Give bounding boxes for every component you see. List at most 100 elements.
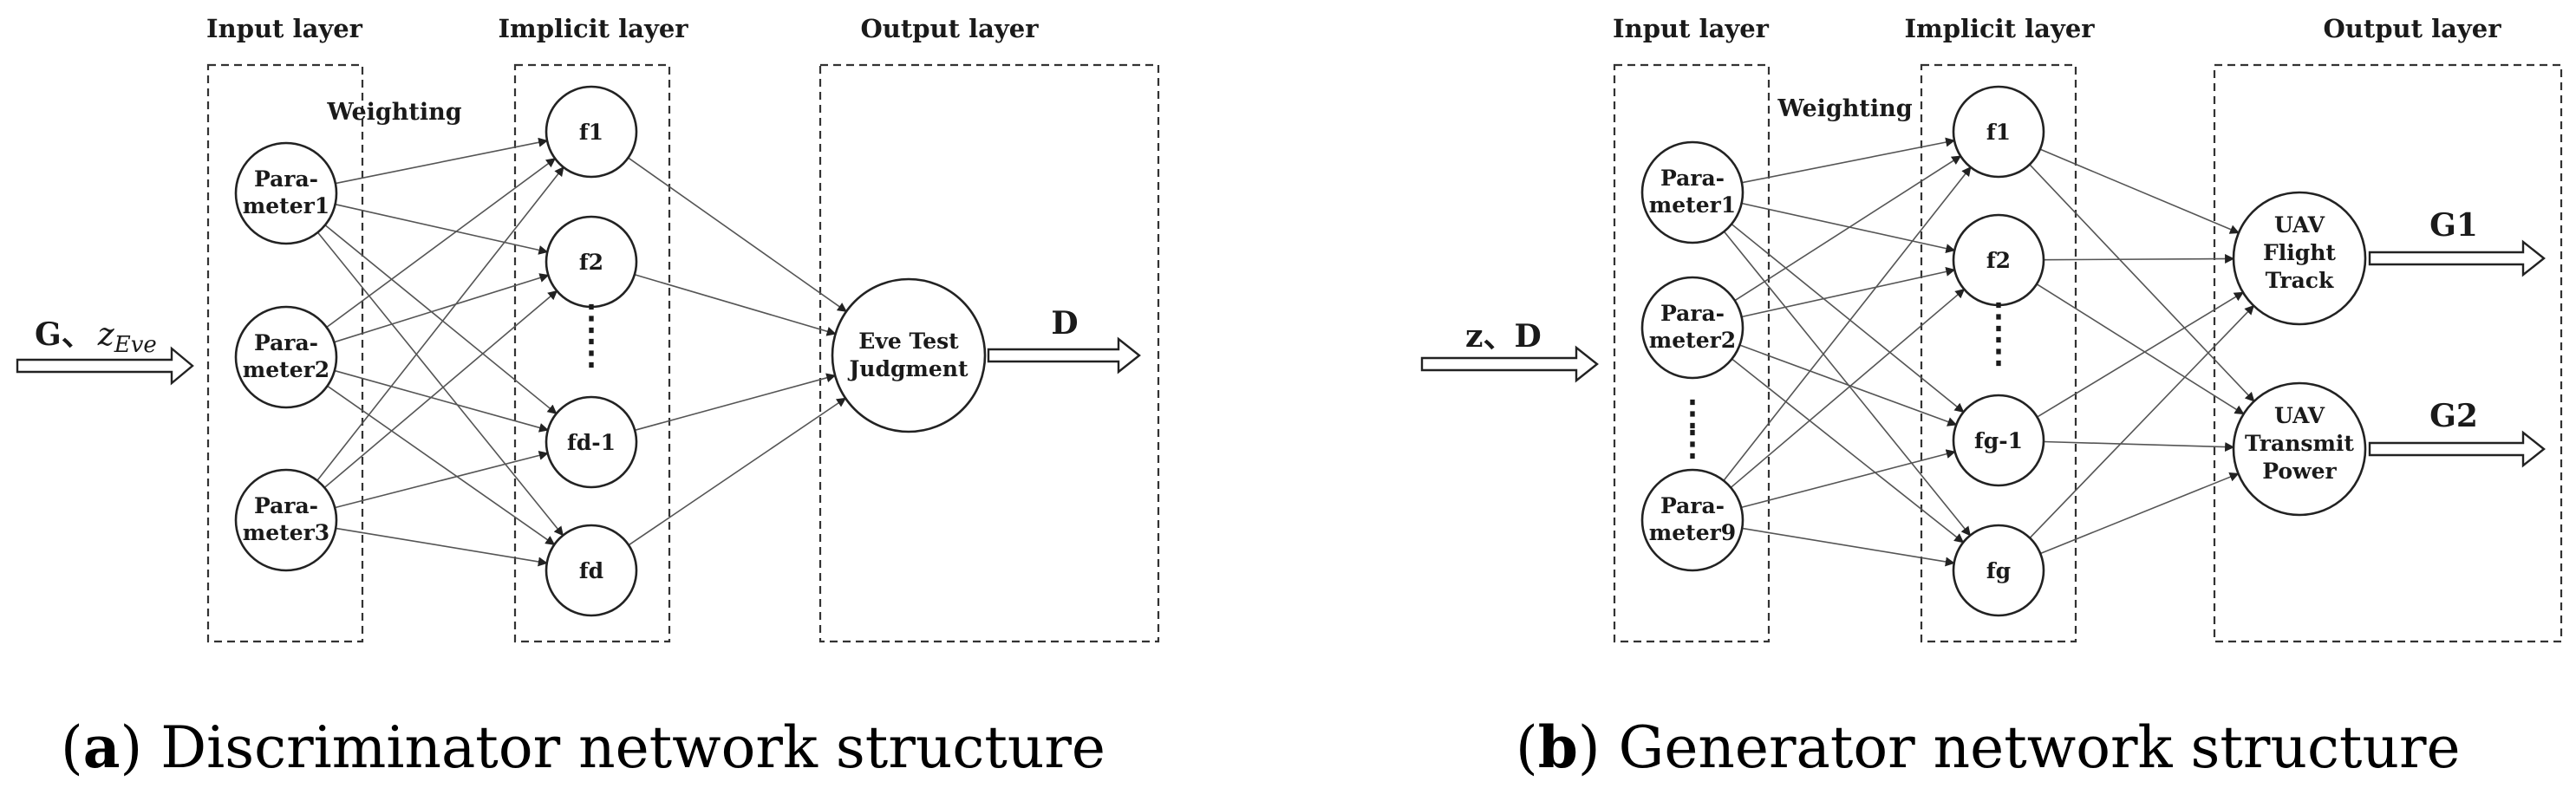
svg-text:fd: fd [579, 558, 603, 583]
svg-text:Para-: Para- [1660, 166, 1725, 191]
panel-a-hidden-node-3: fd-1 [545, 395, 638, 489]
panel-b-input-node-3: Para- meter9 [1640, 468, 1745, 572]
panel-b-input-hidden-edge [1731, 358, 1965, 544]
panel-b-output-layer-header: Output layer [2324, 14, 2502, 43]
ellipsis-vertical-icon: ⋮ [1981, 296, 2016, 336]
panel-b-input-hidden-edge [1739, 344, 1958, 427]
svg-text:f1: f1 [1986, 120, 2011, 145]
svg-text:Para-: Para- [254, 166, 318, 192]
panel-b-hidden-output-edge [2037, 291, 2244, 418]
panel-a-output-node-1: Eve Test Judgment [831, 277, 987, 433]
panel-b-hidden-node-1: f1 [1952, 85, 2045, 179]
ellipsis-vertical-icon: ⋮ [1675, 423, 1710, 464]
panel-a-input-hidden-edge [334, 369, 549, 433]
hollow-arrow-icon [1420, 345, 1599, 383]
ellipsis-vertical-icon: ⋮ [574, 297, 609, 338]
svg-text:Track: Track [2266, 268, 2334, 293]
panel-b-implicit-layer-box [1920, 63, 2077, 643]
panel-a-input-hidden-edge [336, 527, 548, 567]
panel-b-input-node-2: Para- meter2 [1640, 276, 1745, 380]
panel-b-input-node-1: Para- meter1 [1640, 140, 1745, 244]
svg-text:UAV: UAV [2274, 403, 2325, 428]
svg-text:fd-1: fd-1 [567, 430, 616, 455]
svg-text:Judgment: Judgment [847, 356, 968, 381]
panel-b-output-node-1: UAV Flight Track [2232, 191, 2367, 326]
svg-text:Power: Power [2262, 459, 2337, 484]
panel-b-hidden-node-3: fg-1 [1952, 394, 2045, 487]
ellipsis-vertical-icon: ⋮ [1981, 330, 2016, 371]
panel-a-input-layer-box [206, 63, 364, 643]
panel-b-hidden-output-edge [2036, 283, 2245, 415]
panel-a-edges [316, 137, 847, 567]
svg-text:f1: f1 [579, 120, 603, 145]
panel-b-input-layer-header: Input layer [1613, 14, 1770, 43]
svg-text:Para-: Para- [254, 330, 318, 355]
panel-a-weighting-label: Weighting [326, 99, 461, 126]
panel-a-input-hidden-edge [324, 225, 558, 414]
panel-b-hidden-output-edge [2043, 440, 2235, 453]
panel-b-input-hidden-edge [1742, 527, 1955, 567]
panel-a-hidden-output-edge [628, 157, 847, 312]
svg-text:f2: f2 [579, 250, 603, 275]
panel-b-output-label-g1: G1 [2429, 207, 2478, 244]
panel-a-input-hidden-edge [335, 203, 549, 255]
svg-text:Eve Test: Eve Test [858, 329, 959, 354]
panel-b-input-hidden-edge [1741, 266, 1956, 318]
panel-a-hidden-node-1: f1 [545, 85, 638, 179]
svg-text:Para-: Para- [254, 493, 318, 518]
panel-b-input-hidden-edge [1731, 223, 1965, 413]
panel-b-edges [1723, 137, 2255, 567]
panel-a-input-node-1: Para- meter1 [234, 141, 338, 245]
panel-b-hidden-output-edge [2029, 164, 2255, 402]
panel-a-input-node-3: Para- meter3 [234, 468, 338, 572]
hollow-arrow-icon [987, 336, 1141, 374]
panel-a-input-node-2: Para- meter2 [234, 305, 338, 409]
svg-text:Para-: Para- [1660, 301, 1725, 326]
panel-b-hidden-node-2: f2 [1952, 213, 2045, 307]
panel-a-implicit-layer-box [513, 63, 671, 643]
panel-b-input-hidden-edge [1740, 449, 1956, 509]
panel-b-generator: Input layer Implicit layer Output layer … [1420, 14, 2563, 781]
panel-a-hidden-output-edge [634, 373, 837, 432]
panel-b-weighting-label: Weighting [1777, 95, 1912, 122]
panel-a-input-layer-header: Input layer [206, 14, 363, 43]
svg-text:Para-: Para- [1660, 493, 1725, 518]
panel-a-hidden-node-4: fd [545, 524, 638, 617]
panel-b-input-hidden-edge [1741, 202, 1956, 254]
svg-text:fg: fg [1986, 558, 2011, 583]
svg-text:meter2: meter2 [243, 357, 329, 382]
svg-text:Transmit: Transmit [2245, 431, 2354, 456]
panel-b-caption: (b) Generator network structure [1516, 713, 2461, 781]
panel-b-hidden-output-edge [2029, 304, 2255, 539]
svg-text:Flight: Flight [2263, 240, 2336, 265]
panel-b-hidden-node-4: fg [1952, 524, 2045, 617]
hollow-arrow-icon [16, 346, 194, 386]
panel-a-input-hidden-edge [334, 273, 550, 343]
panel-b-input-hidden-edge [1734, 155, 1962, 302]
svg-text:meter2: meter2 [1649, 328, 1736, 353]
panel-b-input-hidden-edge [1741, 137, 1956, 184]
panel-a-implicit-layer-header: Implicit layer [498, 14, 688, 43]
panel-b-hidden-output-edge [2039, 472, 2240, 555]
panel-b-hidden-output-edge [2043, 253, 2235, 264]
panel-b-input-text: z、D [1465, 318, 1542, 355]
hollow-arrow-icon [2368, 430, 2546, 468]
panel-b-implicit-layer-header: Implicit layer [1904, 14, 2095, 43]
ellipsis-vertical-icon: ⋮ [1675, 393, 1710, 433]
panel-a-discriminator: Input layer Implicit layer Output layer … [16, 14, 1160, 781]
panel-a-input-hidden-edge [316, 231, 564, 537]
panel-a-input-hidden-edge [326, 158, 557, 329]
panel-a-input-hidden-edge [335, 137, 549, 185]
panel-b-input-layer-box [1613, 63, 1771, 643]
svg-text:f2: f2 [1986, 248, 2011, 273]
svg-text:meter1: meter1 [243, 193, 329, 218]
panel-b-input-hidden-edge [1723, 166, 1972, 481]
panel-b-output-layer-box [2213, 63, 2563, 643]
panel-b-output-node-2: UAV Transmit Power [2232, 381, 2367, 517]
svg-text:meter1: meter1 [1649, 192, 1736, 218]
panel-b-output-label-g2: G2 [2429, 398, 2478, 434]
panel-a-input-hidden-edge [316, 166, 564, 481]
panel-a-hidden-output-edge [634, 273, 837, 336]
panel-a-output-label-d: D [1051, 305, 1078, 342]
